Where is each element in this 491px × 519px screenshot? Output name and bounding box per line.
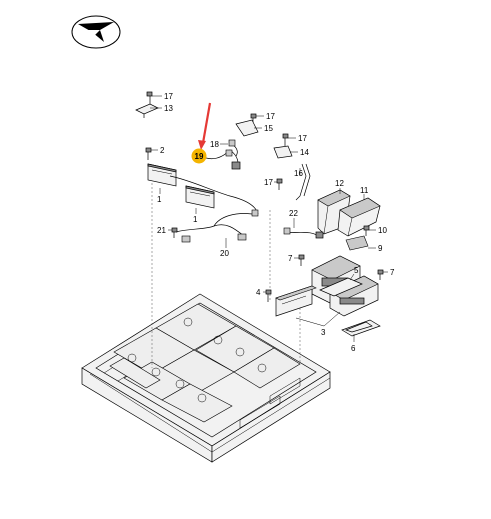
label-1: 1 — [193, 215, 198, 224]
bolt-17-top — [146, 91, 153, 104]
label-16: 16 — [294, 169, 303, 178]
leader-lines — [150, 95, 388, 342]
battery-modules — [109, 303, 301, 423]
label-22: 22 — [289, 209, 298, 218]
label-17: 17 — [164, 92, 173, 101]
label-15: 15 — [264, 124, 273, 133]
label-6: 6 — [351, 344, 356, 353]
bolt-17-c — [282, 133, 289, 146]
label-1: 1 — [157, 195, 162, 204]
label-17: 17 — [264, 178, 273, 187]
label-17: 17 — [266, 112, 275, 121]
label-11: 11 — [360, 186, 369, 195]
control-unit-1a — [147, 163, 177, 187]
module-4 — [275, 285, 317, 317]
highlight-badge: 19 — [191, 148, 207, 164]
wiring-harness-20 — [169, 175, 259, 243]
bracket-16 — [295, 163, 311, 201]
bolt-17-d — [276, 178, 283, 190]
harness-18 — [228, 139, 238, 157]
label-4: 4 — [256, 288, 261, 297]
bolt-7a — [298, 254, 305, 266]
label-14: 14 — [300, 148, 309, 157]
label-10: 10 — [378, 226, 387, 235]
bracket-9 — [345, 235, 369, 251]
label-2: 2 — [160, 146, 165, 155]
label-9: 9 — [378, 244, 383, 253]
cover-5 — [319, 277, 363, 297]
label-7: 7 — [390, 268, 395, 277]
bracket-15 — [235, 119, 259, 137]
harness-22 — [283, 227, 324, 239]
highlight-arrow — [198, 102, 212, 150]
gasket-6 — [341, 319, 381, 337]
label-17: 17 — [298, 134, 307, 143]
label-19: 19 — [195, 152, 204, 161]
label-7: 7 — [288, 254, 293, 263]
harness-19 — [205, 149, 241, 170]
bolt-10 — [363, 225, 370, 236]
label-13: 13 — [164, 104, 173, 113]
bolt-2 — [145, 147, 152, 160]
label-18: 18 — [210, 140, 219, 149]
control-unit-1b — [185, 185, 215, 209]
label-20: 20 — [220, 249, 229, 258]
label-3: 3 — [321, 328, 326, 337]
label-21: 21 — [157, 226, 166, 235]
label-12: 12 — [335, 179, 344, 188]
battery-control-module-3 — [311, 255, 379, 317]
brand-logo — [71, 15, 121, 49]
battery-tray — [81, 293, 331, 463]
bolt-21 — [171, 227, 178, 238]
bracket-14 — [273, 145, 293, 159]
cover-11 — [337, 197, 381, 237]
label-5: 5 — [354, 266, 359, 275]
bolt-7b — [377, 269, 384, 280]
bracket-13 — [135, 103, 159, 118]
